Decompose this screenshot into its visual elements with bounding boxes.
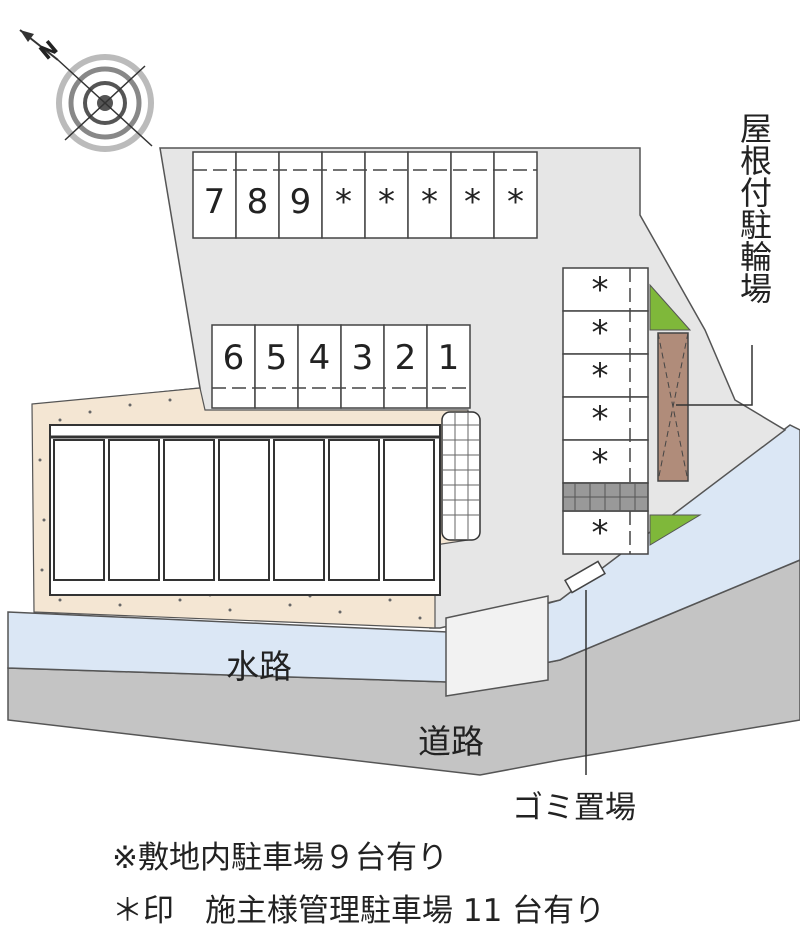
- parking-slot: *: [591, 513, 609, 553]
- parking-slot: 5: [265, 338, 288, 378]
- greenery-top: [649, 283, 692, 331]
- parking-slot: 9: [289, 182, 312, 222]
- greenery-bottom: [649, 514, 702, 546]
- parking-slot: 6: [222, 338, 245, 378]
- road-label: 道路: [418, 722, 484, 761]
- bicycle-leader-line: [676, 345, 753, 406]
- parking-right-column: [562, 267, 649, 555]
- building-units: [53, 439, 435, 581]
- bicycle-parking-label: 屋根付駐輪場: [735, 112, 773, 304]
- waterway-label: 水路: [226, 647, 292, 686]
- parking-slot: 1: [437, 338, 460, 378]
- parking-slot: *: [464, 182, 481, 222]
- parking-slot: *: [335, 182, 352, 222]
- parking-slot: *: [591, 399, 609, 439]
- parking-slot: *: [421, 182, 438, 222]
- parking-note-1: ※敷地内駐車場９台有り: [112, 840, 448, 876]
- parking-slot: 2: [394, 338, 417, 378]
- garbage-area: [564, 560, 606, 594]
- garbage-label: ゴミ置場: [512, 790, 636, 826]
- parking-slot: *: [591, 442, 609, 482]
- parking-slot: 7: [203, 182, 226, 222]
- stairwell: [441, 411, 481, 541]
- compass-icon: [19, 29, 154, 152]
- parking-slot: *: [591, 270, 609, 310]
- parking-slot: 8: [246, 182, 269, 222]
- parking-top-row: [192, 151, 538, 239]
- parking-slot: *: [507, 182, 524, 222]
- parking-slot: *: [378, 182, 395, 222]
- bridge: [445, 595, 549, 697]
- parking-slot: 4: [308, 338, 331, 378]
- parking-note-2: ＊印 施主様管理駐車場 11 台有り: [112, 893, 606, 929]
- parking-slot: *: [591, 356, 609, 396]
- parking-slot: *: [591, 313, 609, 353]
- site-map: [7, 29, 800, 776]
- parking-middle-row: [211, 324, 471, 409]
- parking-slot: 3: [351, 338, 374, 378]
